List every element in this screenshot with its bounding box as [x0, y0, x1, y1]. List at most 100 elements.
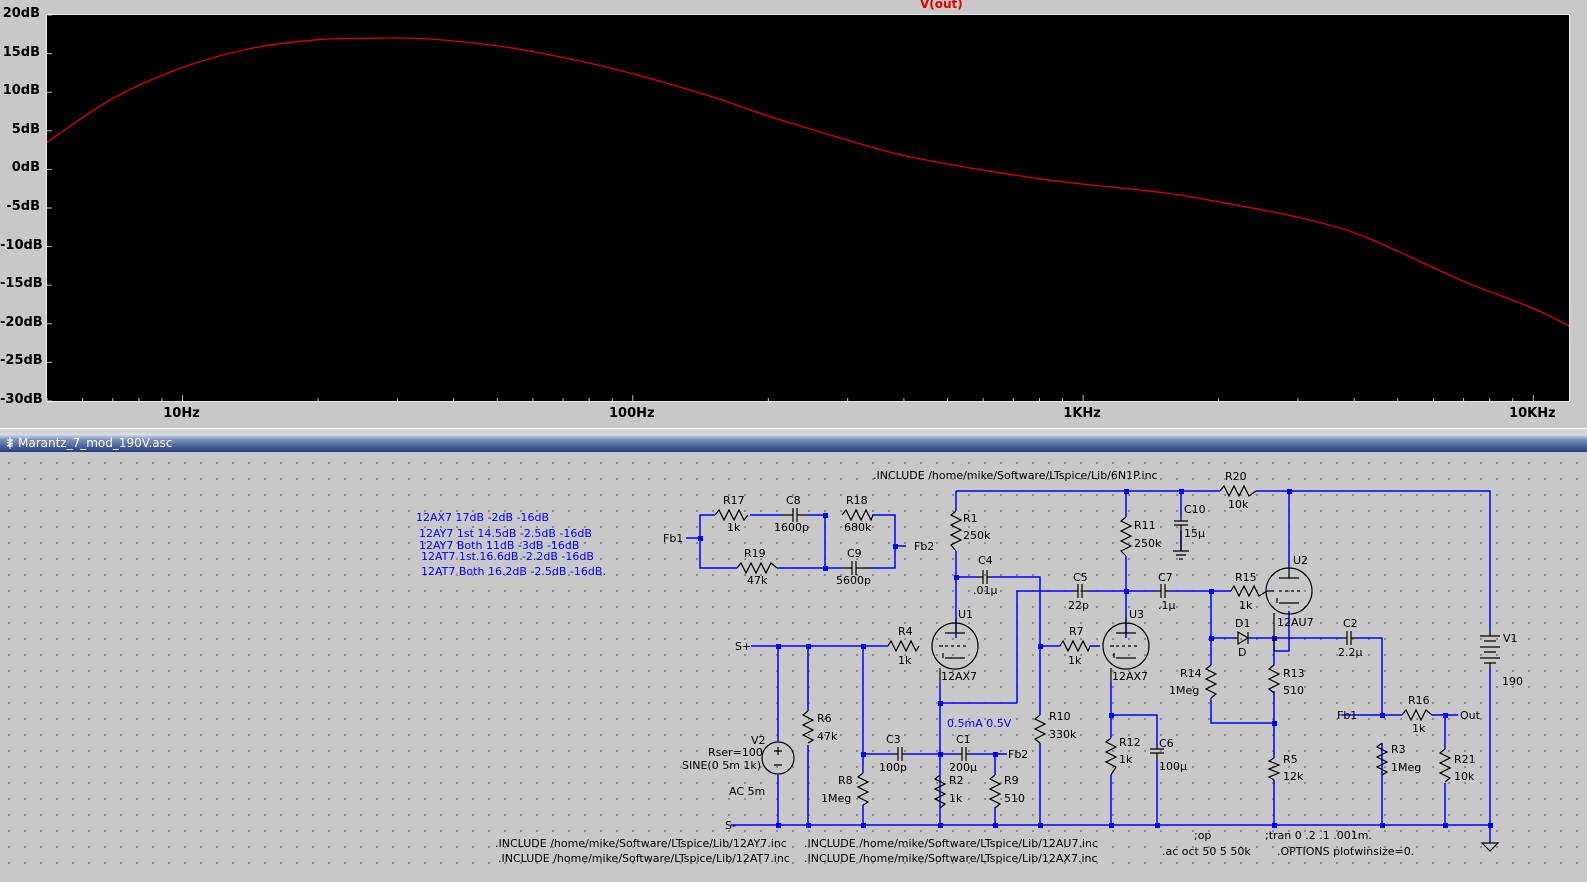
resistor-r20[interactable] — [1219, 484, 1257, 498]
label-r8-name: R8 — [838, 774, 853, 787]
label-r3-value: 1Meg — [1391, 761, 1421, 774]
label-d1-value: D — [1238, 646, 1246, 659]
resistor-r16[interactable] — [1401, 708, 1433, 722]
label-c7-name: C7 — [1158, 571, 1173, 584]
label-r11-name: R11 — [1134, 519, 1156, 532]
label-r5-value: 12k — [1283, 770, 1304, 783]
label-r10-name: R10 — [1049, 710, 1071, 723]
capacitor-c7[interactable] — [1156, 584, 1170, 598]
directive-include-6n1p[interactable]: .INCLUDE /home/mike/Software/LTspice/Lib… — [873, 469, 1158, 482]
tube-u3[interactable] — [1102, 618, 1150, 683]
comment-note-1[interactable]: 12AX7 17dB -2dB -16dB — [416, 511, 549, 524]
label-c6-name: C6 — [1159, 737, 1174, 750]
label-r10-value: 330k — [1049, 728, 1077, 741]
window-title: Marantz_7_mod_190V.asc — [18, 436, 173, 450]
label-u3-name: U3 — [1129, 608, 1144, 621]
net-label-fb2: Fb2 — [914, 540, 934, 553]
capacitor-c9[interactable] — [842, 561, 872, 575]
capacitor-c6[interactable] — [1150, 746, 1164, 760]
voltage-source-v2[interactable] — [761, 741, 795, 775]
directive-options[interactable]: .OPTIONS plotwinsize=0. — [1277, 845, 1414, 858]
label-r19-value: 47k — [747, 574, 768, 587]
trace-label[interactable]: V(out) — [920, 0, 963, 11]
plot-area[interactable] — [46, 14, 1570, 402]
resistor-r14[interactable] — [1204, 664, 1218, 699]
comment-note-3[interactable]: 12AY7 Both 11dB -3dB -16dB — [419, 539, 579, 552]
resistor-r19[interactable] — [736, 561, 778, 575]
y-tick-label: -30dB — [0, 392, 43, 407]
capacitor-c5[interactable] — [1073, 584, 1089, 598]
label-c3-name: C3 — [886, 733, 901, 746]
label-c10-value: 15µ — [1184, 527, 1205, 540]
directive-include-12at7[interactable]: .INCLUDE /home/mike/Software/LTspice/Lib… — [498, 852, 790, 865]
schematic-title-bar[interactable]: Marantz_7_mod_190V.asc — [0, 434, 1587, 452]
label-r6-name: R6 — [817, 712, 832, 725]
capacitor-c2[interactable] — [1342, 631, 1356, 645]
resistor-r18[interactable] — [841, 508, 874, 522]
tube-u2[interactable] — [1265, 567, 1313, 651]
label-r18-value: 680k — [844, 521, 872, 534]
resistor-r1[interactable] — [949, 510, 963, 552]
y-tick-label: -5dB — [6, 199, 40, 214]
directive-include-12ay7[interactable]: .INCLUDE /home/mike/Software/LTspice/Lib… — [495, 837, 787, 850]
resistor-r13[interactable] — [1267, 664, 1281, 694]
comment-note-2[interactable]: 12AY7 1st 14.5dB -2.5dB -16dB — [419, 527, 592, 540]
schematic-canvas[interactable]: R17 1k C8 1600p R18 680k R19 47k C9 5600… — [3, 453, 1587, 878]
capacitor-c10[interactable] — [1173, 517, 1189, 560]
comment-operating-point[interactable]: 0.5mA 0.5V — [947, 717, 1012, 730]
resistor-r17[interactable] — [714, 508, 749, 522]
capacitor-c1[interactable] — [957, 747, 971, 761]
directive-ac[interactable]: .ac oct 50 5 50k — [1162, 845, 1251, 858]
schematic-window[interactable]: Marantz_7_mod_190V.asc — [0, 434, 1587, 878]
label-r15-value: 1k — [1239, 599, 1253, 612]
label-r8-value: 1Meg — [821, 792, 851, 805]
y-tick-label: -20dB — [0, 314, 43, 330]
resistor-r4[interactable] — [887, 639, 920, 653]
resistor-r8[interactable] — [856, 772, 870, 806]
directive-include-12ax7[interactable]: .INCLUDE /home/mike/Software/LTspice/Lib… — [804, 852, 1098, 865]
resistor-r3[interactable] — [1375, 742, 1389, 776]
label-v2-extra: SINE(0 5m 1k) — [682, 759, 761, 772]
capacitor-c3[interactable] — [893, 747, 907, 761]
label-c7-value: .1µ — [1158, 599, 1176, 612]
directive-tran[interactable]: ;tran 0 .2 .1 .001m. — [1265, 829, 1372, 842]
comment-note-5[interactable]: 12AT7 Both 16.2dB -2.5dB -16dB. — [421, 565, 606, 578]
resistor-r2[interactable] — [933, 774, 947, 809]
resistor-r9[interactable] — [988, 774, 1002, 809]
label-r13-name: R13 — [1283, 667, 1305, 680]
diode-d1[interactable] — [1234, 630, 1250, 646]
capacitor-c4[interactable] — [978, 570, 992, 584]
wire-junctions — [698, 489, 1493, 828]
label-r11-value: 250k — [1134, 537, 1162, 550]
resistor-r5[interactable] — [1267, 757, 1281, 781]
tube-u1[interactable] — [931, 618, 979, 683]
net-label-s-plus: S+ — [735, 640, 751, 653]
resistor-r6[interactable] — [801, 710, 815, 744]
resistor-r12[interactable] — [1104, 737, 1118, 776]
label-c8-value: 1600p — [774, 521, 809, 534]
directive-include-12au7[interactable]: .INCLUDE /home/mike/Software/LTspice/Lib… — [804, 837, 1098, 850]
resistor-r11[interactable] — [1119, 516, 1133, 557]
resistor-r15[interactable] — [1230, 584, 1268, 598]
net-label-fb2-b: Fb2 — [1008, 748, 1028, 761]
label-r12-value: 1k — [1119, 753, 1133, 766]
resistor-r7[interactable] — [1059, 639, 1091, 653]
resistor-r10[interactable] — [1033, 714, 1047, 744]
label-c9-name: C9 — [847, 547, 862, 560]
label-c1-value: 200µ — [949, 761, 977, 774]
label-r9-value: 510 — [1004, 792, 1025, 805]
directive-op[interactable]: ;op — [1194, 829, 1211, 842]
voltage-source-v1[interactable] — [1480, 631, 1500, 668]
schematic-drawing[interactable]: R17 1k C8 1600p R18 680k R19 47k C9 5600… — [3, 453, 1587, 878]
resistor-r21[interactable] — [1438, 748, 1452, 783]
label-d1-name: D1 — [1235, 617, 1250, 630]
y-tick-label: 0dB — [11, 160, 40, 176]
label-r18-name: R18 — [846, 494, 868, 507]
y-tick-label: 20dB — [2, 6, 40, 21]
label-r4-name: R4 — [898, 625, 913, 638]
trace-vout — [47, 37, 1569, 327]
label-r6-value: 47k — [817, 730, 838, 743]
capacitor-c8[interactable] — [783, 508, 807, 522]
comment-note-4[interactable]: 12AT7 1st.16.6dB -2.2dB -16dB — [421, 550, 594, 563]
